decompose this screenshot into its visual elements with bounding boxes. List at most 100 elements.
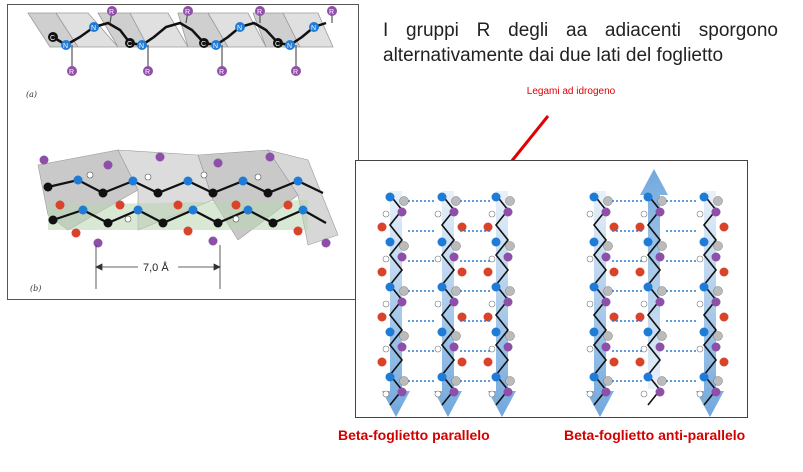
svg-text:C: C [275, 41, 280, 48]
oxygen-atom [609, 222, 619, 232]
oxygen-atom [635, 312, 645, 322]
carbon-atom [603, 331, 613, 341]
nitrogen-atom [385, 237, 395, 247]
carbon-atom [713, 376, 723, 386]
oxygen-atom [483, 267, 493, 277]
hydrogen-bonds [408, 200, 698, 382]
hydrogen-atom [640, 255, 648, 263]
nitrogen-atom [491, 192, 501, 202]
antiparallel-arrows [586, 169, 724, 417]
oxygen-atom [457, 267, 467, 277]
r-group-atom [449, 252, 459, 262]
oxygen-atom [609, 267, 619, 277]
carbon-atom [713, 331, 723, 341]
r-group-atom [397, 252, 407, 262]
r-group-atom [449, 342, 459, 352]
nitrogen-atom [491, 372, 501, 382]
carbon-atom [451, 331, 461, 341]
r-group-atom [503, 342, 513, 352]
sheet-comparison-figure [355, 160, 748, 418]
label-b: (b) [30, 284, 41, 293]
hydrogen-atom [382, 300, 390, 308]
hydrogen-atom [586, 210, 594, 218]
oxygen-atom [457, 312, 467, 322]
svg-text:C: C [50, 35, 55, 42]
r-group-atom [503, 297, 513, 307]
carbon-atom [603, 196, 613, 206]
carbon-atom [505, 196, 515, 206]
oxygen-atom [457, 222, 467, 232]
carbon-atom [657, 331, 667, 341]
r-group-atom [711, 342, 721, 352]
nitrogen-atom [643, 327, 653, 337]
r-group-atom [449, 207, 459, 217]
hydrogen-atom [488, 345, 496, 353]
nitrogen-atom [699, 237, 709, 247]
carbon-atom [603, 376, 613, 386]
oxygen-atom [483, 312, 493, 322]
hydrogen-atom [696, 255, 704, 263]
svg-text:N: N [63, 43, 68, 50]
hydrogen-atom [488, 390, 496, 398]
svg-text:R: R [109, 9, 114, 16]
caption-antiparallel: Beta-foglietto anti-parallelo [564, 427, 746, 443]
nitrogen-atom [491, 237, 501, 247]
hydrogen-atom [696, 390, 704, 398]
hydrogen-atom [382, 210, 390, 218]
nitrogen-atom [437, 192, 447, 202]
nitrogen-atom [643, 192, 653, 202]
hydrogen-atom [434, 345, 442, 353]
nitrogen-atom [699, 327, 709, 337]
hydrogen-atom [586, 255, 594, 263]
caption-parallel: Beta-foglietto parallelo [338, 427, 490, 443]
carbon-atom [505, 241, 515, 251]
nitrogen-atom [437, 372, 447, 382]
oxygen-atom [377, 312, 387, 322]
svg-text:R: R [69, 69, 74, 76]
r-group-atom [655, 342, 665, 352]
hydrogen-atom [640, 210, 648, 218]
r-group-atom [711, 297, 721, 307]
hydrogen-atom [640, 300, 648, 308]
hydrogen-atom [488, 255, 496, 263]
r-group-atom [711, 252, 721, 262]
r-group-atom [655, 207, 665, 217]
carbon-atom [713, 241, 723, 251]
hydrogen-atom [434, 210, 442, 218]
carbon-atom [399, 196, 409, 206]
r-group-atom [503, 387, 513, 397]
oxygen-atom [609, 357, 619, 367]
hydrogen-atom [640, 390, 648, 398]
oxygen-atom [719, 357, 729, 367]
oxygen-atom [719, 312, 729, 322]
oxygen-atom [635, 222, 645, 232]
parallel-arrows [382, 191, 516, 417]
hydrogen-atom [586, 345, 594, 353]
oxygen-atom [719, 222, 729, 232]
nitrogen-atom [437, 327, 447, 337]
nitrogen-atom [437, 282, 447, 292]
svg-text:R: R [145, 69, 150, 76]
r-group-atom [601, 252, 611, 262]
oxygen-atom [609, 312, 619, 322]
nitrogen-atom [385, 372, 395, 382]
carbon-atom [399, 241, 409, 251]
carbon-atom [657, 241, 667, 251]
oxygen-atom [377, 222, 387, 232]
r-group-atom [601, 207, 611, 217]
r-group-atom [655, 387, 665, 397]
oxygen-atom [377, 357, 387, 367]
carbon-atom [399, 286, 409, 296]
carbon-atom [657, 286, 667, 296]
carbon-atom [451, 286, 461, 296]
svg-text:R: R [293, 69, 298, 76]
r-group-atom [601, 387, 611, 397]
oxygen-atom [719, 267, 729, 277]
hydrogen-atom [382, 390, 390, 398]
label-a: (a) [26, 90, 37, 99]
carbon-atom [505, 286, 515, 296]
nitrogen-atom [699, 372, 709, 382]
carbon-atom [713, 196, 723, 206]
description-text: I gruppi R degli aa adiacenti sporgono a… [383, 20, 778, 66]
carbon-atom [451, 241, 461, 251]
